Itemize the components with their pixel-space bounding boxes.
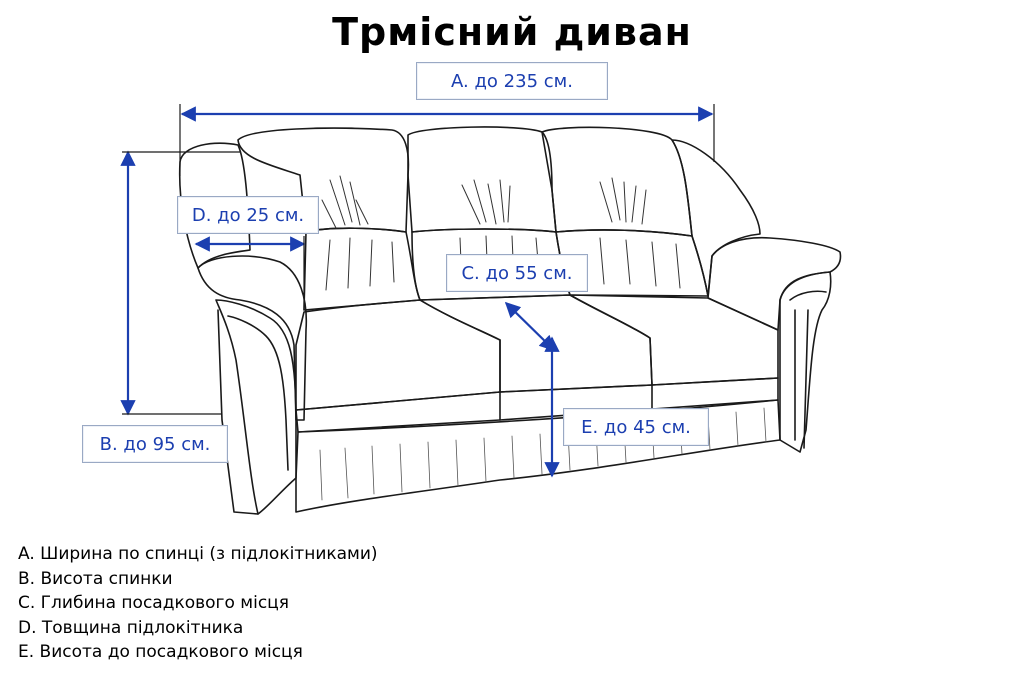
left-arm-front bbox=[215, 299, 297, 515]
sofa-outline bbox=[178, 126, 842, 515]
right-arm-front bbox=[779, 271, 832, 453]
lower-back-left bbox=[303, 227, 421, 311]
dim-c-line bbox=[504, 301, 556, 352]
legend-item: A. Ширина по спинці (з підлокітниками) bbox=[18, 544, 378, 564]
seat-right bbox=[569, 294, 779, 386]
base bbox=[295, 399, 781, 513]
back-cushion-right bbox=[541, 126, 693, 237]
right-arm-back bbox=[671, 139, 761, 297]
left-armrest bbox=[197, 255, 308, 421]
right-armrest bbox=[707, 236, 842, 331]
dim-b-label: B. до 95 см. bbox=[82, 425, 228, 463]
back-cushion-left bbox=[237, 127, 410, 233]
legend-item: D. Товщина підлокітника bbox=[18, 617, 244, 638]
legend-item: B. Висота спинки bbox=[18, 568, 173, 589]
diagram-title: Трмісний диван bbox=[332, 10, 692, 54]
dimension-lines bbox=[120, 106, 714, 478]
dim-c-label: C. до 55 см. bbox=[446, 254, 588, 292]
dim-d-label: D. до 25 см. bbox=[177, 196, 319, 234]
seat-left bbox=[295, 299, 501, 411]
legend-item: E. Висота до посадкового місця bbox=[18, 642, 303, 662]
back-cushion-middle bbox=[407, 126, 557, 233]
seat-middle bbox=[419, 294, 653, 393]
legend-item: C. Глибина посадкового місця bbox=[18, 593, 289, 613]
extension-lines bbox=[122, 104, 715, 415]
dim-a-label: A. до 235 см. bbox=[416, 62, 608, 100]
dim-e-label: E. до 45 см. bbox=[563, 408, 709, 446]
legend: A. Ширина по спинці (з підлокітниками) B… bbox=[18, 542, 378, 665]
